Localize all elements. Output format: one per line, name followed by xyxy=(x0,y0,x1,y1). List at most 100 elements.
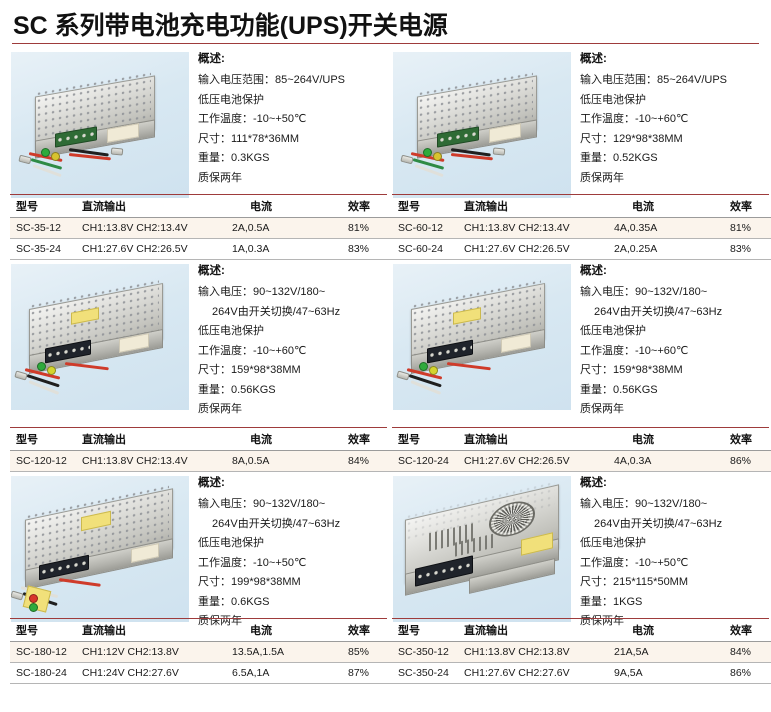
spec-line: 低压电池保护 xyxy=(198,325,264,337)
cell-current: 21A,5A xyxy=(614,641,724,663)
table-top-divider xyxy=(10,427,387,428)
spec-line: 尺寸：129*98*38MM xyxy=(580,132,683,145)
spec-table: 型号 直流输出 电流 效率 SC-120-24 CH1:27.6V CH2:26… xyxy=(392,427,771,472)
spec-line: 264V由开关切换/47~63Hz xyxy=(212,305,341,318)
spec-line: 重量：1KGS xyxy=(580,595,643,608)
table-top-divider xyxy=(10,618,387,619)
header-model: 型号 xyxy=(392,428,464,451)
cell-efficiency: 81% xyxy=(342,217,408,239)
cell-dc-output: CH1:13.8V CH2:13.8V xyxy=(464,641,614,663)
cell-current: 1A,0.3A xyxy=(232,238,342,260)
spec-line: 输入电压范围：85~264V/UPS xyxy=(198,74,346,86)
cell-efficiency: 81% xyxy=(724,217,771,239)
spec-line: 工作温度：-10~+60℃ xyxy=(580,344,689,357)
table-header-row: 型号 直流输出 电流 效率 xyxy=(392,428,771,451)
header-current: 电流 xyxy=(614,619,724,642)
sc-120-power-supply-photo xyxy=(11,264,189,410)
table-top-divider xyxy=(392,427,769,428)
cell-current: 2A,0.25A xyxy=(614,238,724,260)
table-header-row: 型号 直流输出 电流 效率 xyxy=(392,619,771,642)
header-model: 型号 xyxy=(10,195,82,218)
cell-efficiency: 83% xyxy=(342,238,408,260)
cell-dc-output: CH1:27.6V CH2:26.5V xyxy=(464,238,614,260)
spec-table: 型号 直流输出 电流 效率 SC-350-12 CH1:13.8V CH2:13… xyxy=(392,618,771,684)
spec-line: 低压电池保护 xyxy=(580,93,646,106)
table-top-divider xyxy=(392,194,769,195)
table-header-row: 型号 直流输出 电流 效率 xyxy=(10,195,408,218)
cell-current: 2A,0.5A xyxy=(232,217,342,239)
table-row: SC-35-12 CH1:13.8V CH2:13.4V 2A,0.5A 81% xyxy=(10,217,408,239)
spec-line: 264V由开关切换/47~63Hz xyxy=(594,305,723,318)
cell-efficiency: 84% xyxy=(342,450,408,472)
header-current: 电流 xyxy=(232,195,342,218)
spec-line: 低压电池保护 xyxy=(198,537,264,549)
overview-label: 概述: xyxy=(198,53,225,65)
spec-line: 工作温度：-10~+60℃ xyxy=(580,113,689,125)
header-current: 电流 xyxy=(232,428,342,451)
spec-line: 低压电池保护 xyxy=(580,537,646,549)
spec-line: 重量：0.56KGS xyxy=(198,383,276,396)
cell-dc-output: CH1:12V CH2:13.8V xyxy=(82,641,232,663)
cell-model: SC-180-12 xyxy=(10,641,82,663)
table-row: SC-120-12 CH1:13.8V CH2:13.4V 8A,0.5A 84… xyxy=(10,450,408,472)
cell-current: 9A,5A xyxy=(614,662,724,684)
spec-line: 输入电压：90~132V/180~ xyxy=(580,286,708,298)
spec-line: 工作温度：-10~+50℃ xyxy=(580,556,689,569)
header-dc-output: 直流输出 xyxy=(464,619,614,642)
table-row: SC-180-24 CH1:24V CH2:27.6V 6.5A,1A 87% xyxy=(10,662,408,684)
sc-35-power-supply-photo xyxy=(11,52,189,198)
overview-label: 概述: xyxy=(198,477,225,489)
spec-line: 重量：0.6KGS xyxy=(198,595,270,608)
cell-dc-output: CH1:27.6V CH2:27.6V xyxy=(464,662,614,684)
header-dc-output: 直流输出 xyxy=(464,428,614,451)
header-dc-output: 直流输出 xyxy=(82,428,232,451)
cell-current: 13.5A,1.5A xyxy=(232,641,342,663)
overview-label: 概述: xyxy=(580,53,607,65)
cell-dc-output: CH1:13.8V CH2:13.4V xyxy=(82,450,232,472)
spec-table: 型号 直流输出 电流 效率 SC-180-12 CH1:12V CH2:13.8… xyxy=(10,618,408,684)
cell-model: SC-60-12 xyxy=(392,217,464,239)
spec-line: 质保两年 xyxy=(198,171,242,184)
header-dc-output: 直流输出 xyxy=(82,619,232,642)
header-current: 电流 xyxy=(614,195,724,218)
spec-line: 尺寸：159*98*38MM xyxy=(198,364,301,376)
cell-dc-output: CH1:27.6V CH2:26.5V xyxy=(82,238,232,260)
table-row: SC-35-24 CH1:27.6V CH2:26.5V 1A,0.3A 83% xyxy=(10,238,408,260)
header-efficiency: 效率 xyxy=(342,619,408,642)
spec-line: 重量：0.52KGS xyxy=(580,152,658,164)
spec-line: 重量：0.56KGS xyxy=(580,383,658,396)
table-row: SC-350-24 CH1:27.6V CH2:27.6V 9A,5A 86% xyxy=(392,662,771,684)
cell-model: SC-60-24 xyxy=(392,238,464,260)
spec-line: 尺寸：215*115*50MM xyxy=(580,576,689,588)
cell-efficiency: 86% xyxy=(724,450,771,472)
title-divider xyxy=(12,43,759,44)
page-header: SC 系列带电池充电功能(UPS)开关电源 xyxy=(0,0,771,46)
overview-label: 概述: xyxy=(580,477,607,489)
spec-line: 质保两年 xyxy=(580,403,624,415)
table-row: SC-120-24 CH1:27.6V CH2:26.5V 4A,0.3A 86… xyxy=(392,450,771,472)
header-efficiency: 效率 xyxy=(724,428,771,451)
table-top-divider xyxy=(10,194,387,195)
header-efficiency: 效率 xyxy=(342,428,408,451)
spec-line: 264V由开关切换/47~63Hz xyxy=(594,517,723,530)
cell-efficiency: 84% xyxy=(724,641,771,663)
header-model: 型号 xyxy=(392,619,464,642)
cell-dc-output: CH1:24V CH2:27.6V xyxy=(82,662,232,684)
product-grid: 概述: 输入电压范围：85~264V/UPS 低压电池保护工作温度：-10~+50℃… xyxy=(0,48,771,684)
table-row: SC-60-24 CH1:27.6V CH2:26.5V 2A,0.25A 83… xyxy=(392,238,771,260)
cell-current: 4A,0.3A xyxy=(614,450,724,472)
cell-efficiency: 85% xyxy=(342,641,408,663)
header-model: 型号 xyxy=(10,428,82,451)
header-efficiency: 效率 xyxy=(724,619,771,642)
